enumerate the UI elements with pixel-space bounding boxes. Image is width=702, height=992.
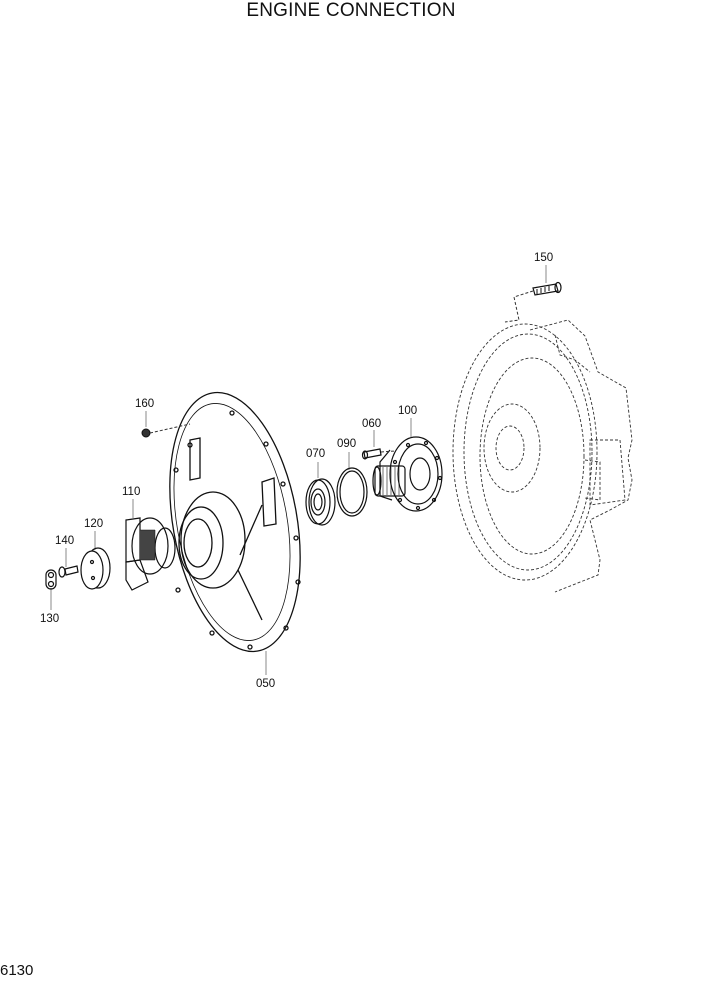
callout-100[interactable]: 100 xyxy=(398,405,418,417)
part-130-lock-plate[interactable] xyxy=(45,569,57,610)
part-160-nut[interactable] xyxy=(141,411,191,438)
part-150-bolt[interactable] xyxy=(504,265,562,323)
callout-090[interactable]: 090 xyxy=(337,438,357,450)
diagram-title: ENGINE CONNECTION xyxy=(246,0,456,21)
part-140-screw[interactable] xyxy=(58,548,79,578)
callout-050[interactable]: 050 xyxy=(256,678,276,690)
transmission-housing xyxy=(452,319,633,593)
part-050-cover[interactable] xyxy=(151,382,319,675)
part-070-bearing[interactable] xyxy=(305,462,336,526)
callout-070[interactable]: 070 xyxy=(306,448,326,460)
page-number: 6130 xyxy=(0,962,34,979)
callout-110[interactable]: 110 xyxy=(122,486,141,498)
callout-060[interactable]: 060 xyxy=(362,418,382,430)
callout-120[interactable]: 120 xyxy=(84,518,104,530)
callout-160[interactable]: 160 xyxy=(135,398,155,410)
callout-140[interactable]: 140 xyxy=(55,535,75,547)
part-060-bolt[interactable] xyxy=(361,430,396,460)
part-090-snap-ring[interactable] xyxy=(336,452,368,517)
part-120-plate[interactable] xyxy=(80,531,111,590)
callout-130[interactable]: 130 xyxy=(40,613,60,625)
part-110-yoke[interactable] xyxy=(125,499,176,591)
part-100-flange[interactable] xyxy=(372,418,443,512)
callout-150[interactable]: 150 xyxy=(534,252,554,264)
